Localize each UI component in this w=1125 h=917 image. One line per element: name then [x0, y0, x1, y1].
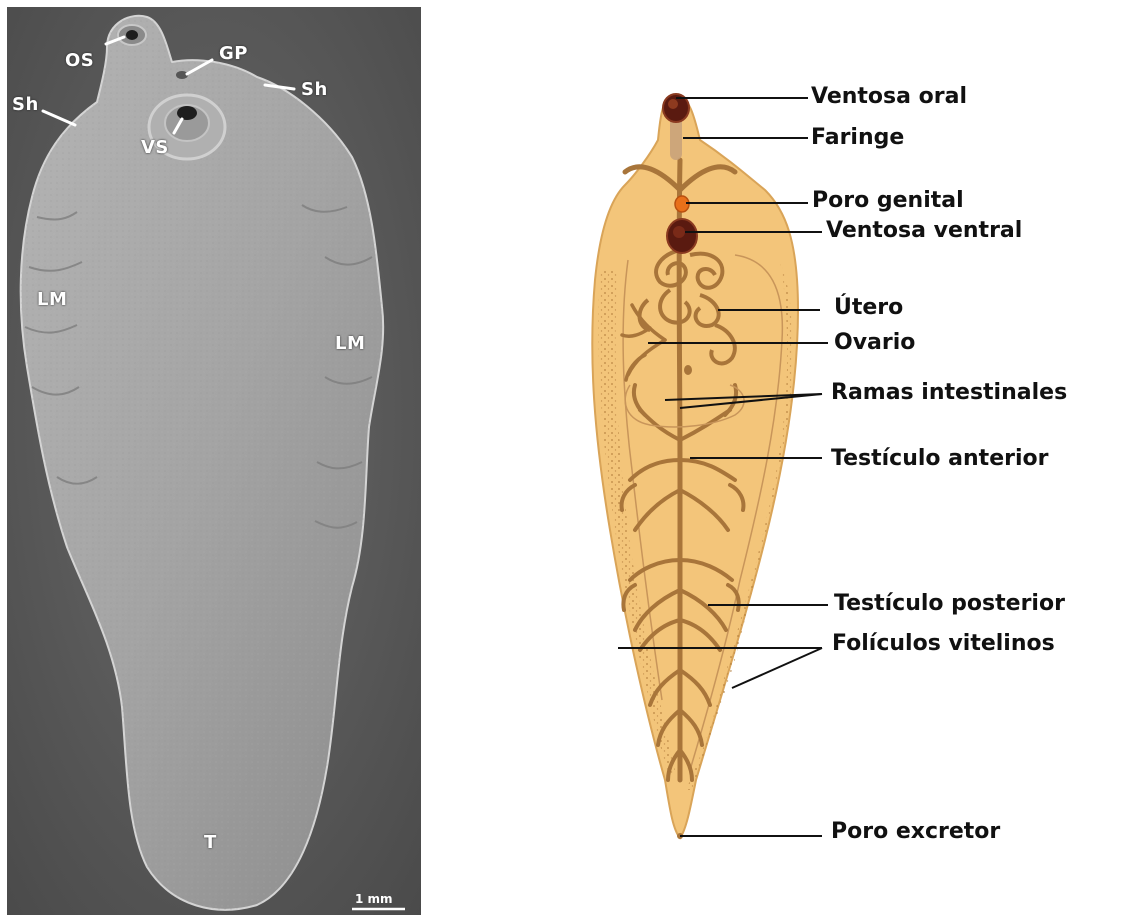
label-faringe: Faringe — [811, 127, 904, 149]
label-ramas-intestinales: Ramas intestinales — [831, 382, 1067, 404]
label-testiculo-posterior: Testículo posterior — [834, 593, 1065, 615]
label-poro-genital: Poro genital — [812, 190, 964, 212]
label-gp: GP — [219, 43, 248, 64]
label-poro-excretor: Poro excretor — [831, 821, 1000, 843]
label-sh-right: Sh — [301, 79, 328, 100]
label-testiculo-anterior: Testículo anterior — [831, 448, 1048, 470]
label-utero: Útero — [834, 297, 903, 319]
label-ovario: Ovario — [834, 332, 915, 354]
label-ventosa-ventral: Ventosa ventral — [826, 220, 1022, 242]
scale-bar-label: 1 mm — [355, 892, 393, 906]
label-t: T — [204, 832, 217, 853]
label-sh-left: Sh — [12, 94, 39, 115]
fluke-sem-image — [7, 7, 421, 915]
label-ventosa-oral: Ventosa oral — [811, 86, 967, 108]
label-lm-right: LM — [335, 333, 365, 354]
fluke-anatomy-diagram: Ventosa oral Faringe Poro genital Ventos… — [540, 60, 1125, 860]
sem-micrograph: OS GP Sh Sh VS LM LM T 1 mm — [7, 7, 421, 915]
label-lm-left: LM — [37, 289, 67, 310]
label-vs: VS — [141, 137, 169, 158]
label-os: OS — [65, 50, 94, 71]
label-foliculos-vitelinos: Folículos vitelinos — [832, 633, 1055, 655]
